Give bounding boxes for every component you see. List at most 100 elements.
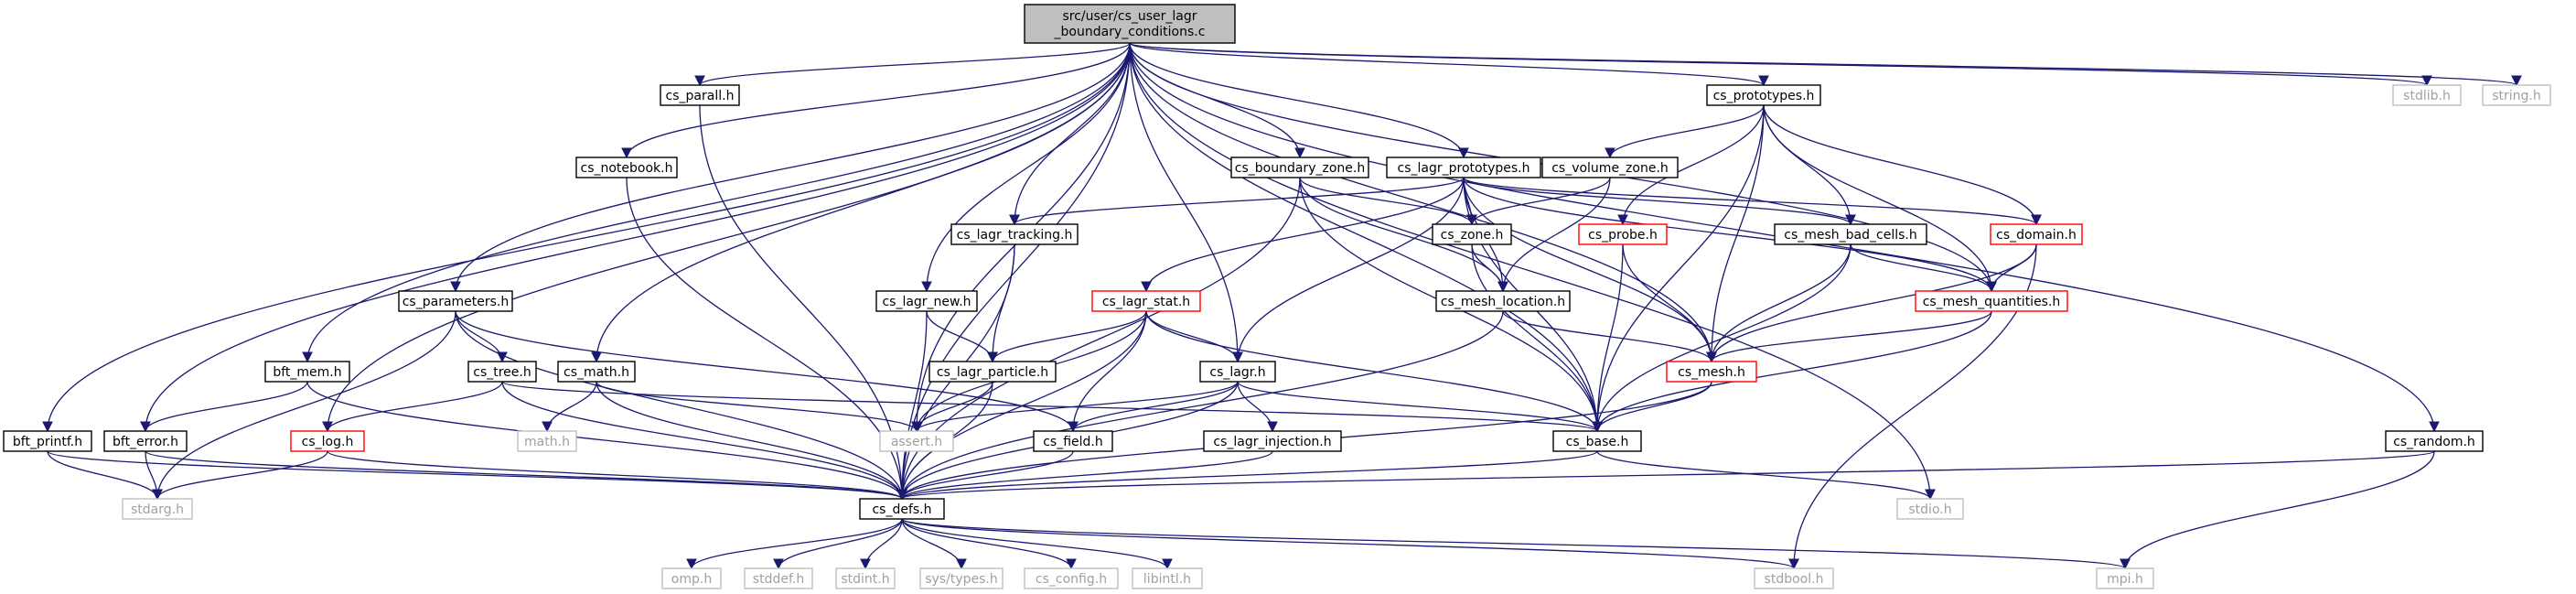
node-box — [398, 290, 513, 312]
node-cs-zone[interactable]: cs_zone.h — [1432, 223, 1512, 245]
edge-root-to-cs-lagr-new — [921, 42, 1131, 293]
edge-cs-log-to-stdarg — [152, 450, 328, 501]
node-cs-config: cs_config.h — [1024, 567, 1119, 589]
node-box — [1774, 223, 1927, 245]
node-cs-parameters[interactable]: cs_parameters.h — [398, 290, 513, 312]
node-cs-math[interactable]: cs_math.h — [557, 361, 636, 383]
node-box — [2392, 84, 2462, 106]
node-cs-mesh-location[interactable]: cs_mesh_location.h — [1435, 290, 1571, 312]
edges-layer — [42, 42, 2522, 570]
node-label: cs_config.h — [1036, 572, 1107, 587]
edge-cs-lagr-stat-to-cs-lagr — [1145, 310, 1243, 363]
node-bft-error[interactable]: bft_error.h — [103, 430, 188, 452]
node-label: omp.h — [671, 572, 712, 587]
edge-cs-mesh-bad-cells-to-cs-mesh-quantities — [1850, 243, 1997, 293]
node-box — [1091, 290, 1201, 312]
node-cs-parall[interactable]: cs_parall.h — [660, 84, 740, 106]
node-cs-volume-zone[interactable]: cs_volume_zone.h — [1541, 157, 1679, 178]
node-bft-mem[interactable]: bft_mem.h — [264, 361, 350, 383]
edge-bft-error-to-stdarg — [145, 450, 163, 501]
edge-cs-prototypes-to-cs-mesh-quantities — [1763, 104, 1997, 293]
edge-root-to-bft-printf — [42, 42, 1131, 433]
node-cs-mesh-quantities[interactable]: cs_mesh_quantities.h — [1915, 290, 2068, 312]
node-box — [1990, 223, 2083, 245]
node-cs-lagr-prototypes[interactable]: cs_lagr_prototypes.h — [1386, 157, 1541, 178]
node-cs-lagr-new[interactable]: cs_lagr_new.h — [875, 290, 978, 312]
node-cs-lagr-injection[interactable]: cs_lagr_injection.h — [1203, 430, 1342, 452]
node-string: string.h — [2482, 84, 2551, 106]
node-mpi: mpi.h — [2096, 567, 2154, 589]
node-label: cs_parameters.h — [402, 295, 510, 309]
node-label: cs_volume_zone.h — [1551, 161, 1669, 176]
node-box — [103, 430, 188, 452]
node-cs-lagr-particle[interactable]: cs_lagr_particle.h — [928, 361, 1057, 383]
edge-cs-lagr-stat-to-cs-base — [1145, 310, 1603, 433]
node-cs-notebook[interactable]: cs_notebook.h — [575, 157, 678, 178]
node-box — [467, 361, 537, 383]
node-label: stdio.h — [1908, 502, 1951, 517]
node-cs-defs[interactable]: cs_defs.h — [859, 498, 945, 520]
edge-cs-lagr-prototypes-to-cs-mesh-bad-cells — [1463, 177, 1856, 226]
node-cs-lagr[interactable]: cs_lagr.h — [1199, 361, 1276, 383]
node-box — [1754, 567, 1834, 589]
edge-cs-mesh-location-to-cs-mesh — [1502, 310, 1717, 363]
node-box — [859, 498, 945, 520]
node-cs-tree[interactable]: cs_tree.h — [467, 361, 537, 383]
edge-cs-prototypes-to-cs-mesh-bad-cells — [1763, 104, 1856, 226]
node-label: bft_mem.h — [273, 365, 341, 380]
nodes-layer: src/user/cs_user_lagr_boundary_condition… — [3, 4, 2551, 589]
node-cs-random[interactable]: cs_random.h — [2385, 430, 2484, 452]
node-label: cs_field.h — [1043, 435, 1103, 449]
edge-root-to-stdio — [1129, 42, 1936, 501]
node-box — [835, 567, 896, 589]
node-box — [2482, 84, 2551, 106]
node-cs-lagr-tracking[interactable]: cs_lagr_tracking.h — [950, 223, 1079, 245]
node-bft-printf[interactable]: bft_printf.h — [3, 430, 92, 452]
node-cs-field[interactable]: cs_field.h — [1033, 430, 1113, 452]
node-cs-probe[interactable]: cs_probe.h — [1578, 223, 1668, 245]
node-label: stdarg.h — [131, 502, 184, 517]
node-stdint: stdint.h — [835, 567, 896, 589]
node-box — [950, 223, 1079, 245]
node-label: cs_lagr_stat.h — [1102, 295, 1190, 309]
edge-cs-mesh-location-to-cs-defs — [896, 310, 1504, 501]
node-cs-boundary-zone[interactable]: cs_boundary_zone.h — [1230, 157, 1369, 178]
edge-cs-lagr-stat-to-cs-field — [1068, 310, 1147, 433]
edge-cs-lagr-stat-to-cs-lagr-particle — [987, 310, 1147, 363]
edge-cs-field-to-cs-defs — [896, 450, 1074, 501]
edge-cs-mesh-bad-cells-to-cs-base — [1592, 243, 1852, 433]
node-label: math.h — [524, 435, 570, 449]
node-box — [661, 567, 722, 589]
node-label: cs_base.h — [1566, 435, 1629, 449]
edge-root-to-string — [1129, 42, 2522, 87]
edge-cs-math-to-math — [542, 381, 597, 433]
node-cs-mesh-bad-cells[interactable]: cs_mesh_bad_cells.h — [1774, 223, 1927, 245]
edge-root-to-cs-prototypes — [1129, 42, 1769, 87]
edge-cs-tree-to-cs-log — [322, 381, 503, 433]
node-cs-log[interactable]: cs_log.h — [290, 430, 365, 452]
node-cs-mesh[interactable]: cs_mesh.h — [1666, 361, 1757, 383]
edge-cs-prototypes-to-cs-domain — [1763, 104, 2042, 226]
node-box — [1230, 157, 1369, 178]
node-label: cs_lagr_particle.h — [937, 365, 1048, 380]
node-label: cs_mesh_bad_cells.h — [1784, 228, 1916, 243]
edge-cs-math-to-cs-defs — [596, 381, 907, 501]
node-label: cs_prototypes.h — [1713, 89, 1815, 103]
node-cs-prototypes[interactable]: cs_prototypes.h — [1706, 84, 1821, 106]
node-cs-base[interactable]: cs_base.h — [1552, 430, 1642, 452]
node-label: cs_mesh.h — [1678, 365, 1745, 380]
node-box — [1541, 157, 1679, 178]
edge-cs-defs-to-mpi — [901, 518, 2131, 570]
node-label: cs_notebook.h — [581, 161, 673, 176]
node-label: cs_log.h — [302, 435, 354, 449]
node-cs-domain[interactable]: cs_domain.h — [1990, 223, 2083, 245]
edge-cs-prototypes-to-cs-mesh — [1706, 104, 1765, 363]
node-label: stddef.h — [753, 572, 804, 587]
node-cs-lagr-stat[interactable]: cs_lagr_stat.h — [1091, 290, 1201, 312]
edge-cs-boundary-zone-to-cs-zone — [1299, 177, 1477, 226]
node-box — [1199, 361, 1276, 383]
node-root[interactable]: src/user/cs_user_lagr_boundary_condition… — [1024, 4, 1236, 44]
node-box — [557, 361, 636, 383]
node-box — [1024, 4, 1236, 44]
edge-cs-tree-to-cs-base — [501, 381, 1603, 433]
